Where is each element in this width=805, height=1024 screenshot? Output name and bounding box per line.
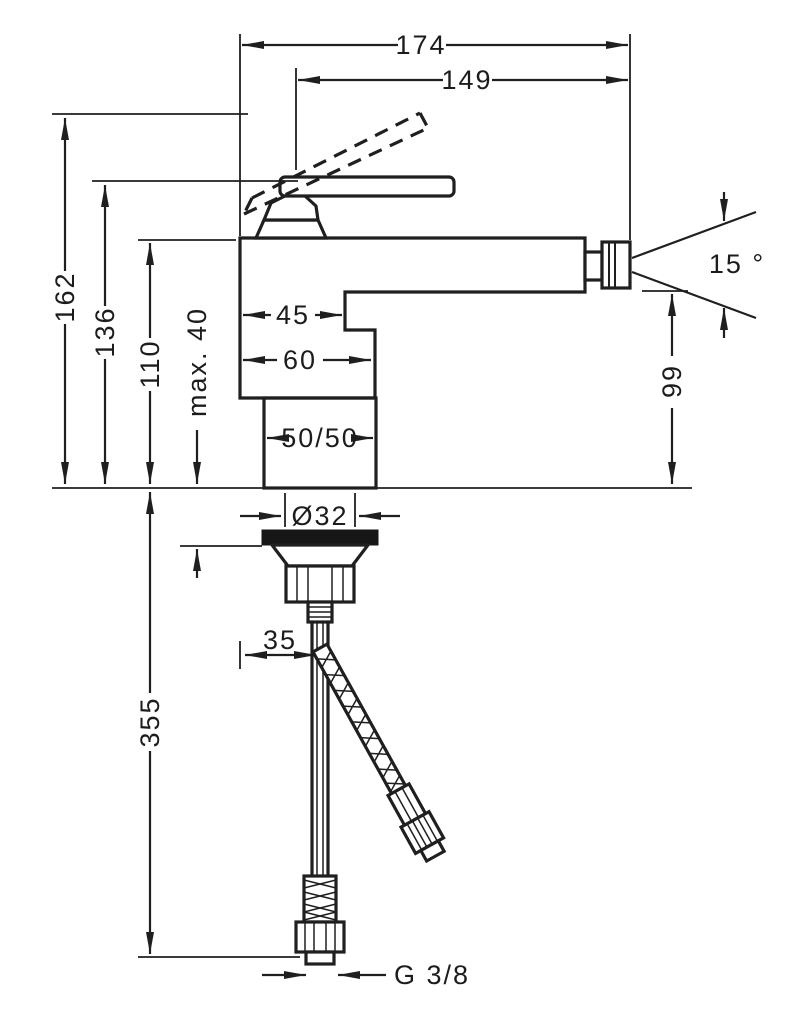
mounting-hardware <box>261 529 379 624</box>
dim-step-depth-upper: 45 <box>243 300 342 330</box>
mounting-cone <box>268 543 372 568</box>
dim-label-base-plate: 50/50 <box>281 423 359 453</box>
aerator-neck <box>583 250 604 282</box>
pipe-braid-texture <box>303 879 337 921</box>
dim-label-mounting-hole: Ø32 <box>291 501 348 531</box>
faucet-outline <box>238 111 632 490</box>
hose-tip <box>418 838 447 864</box>
dim-label-spray-angle: 15 ° <box>709 249 765 279</box>
mounting-nut <box>284 564 356 604</box>
dim-connection-thread: G 3/8 <box>262 960 470 990</box>
dim-label-outlet-height: 99 <box>657 364 687 398</box>
dim-handle-height: 136 <box>90 185 120 484</box>
dim-label-max-mounting-thickness: max. 40 <box>182 307 212 417</box>
handle-lever <box>278 175 456 198</box>
dim-label-total-width: 174 <box>395 30 446 60</box>
hose-braid-texture <box>316 650 405 793</box>
dim-spray-angle: 15 ° <box>631 192 765 338</box>
dim-total-width: 174 <box>242 30 628 60</box>
dim-label-hose-length: 355 <box>135 696 165 747</box>
flexible-hose <box>310 641 447 864</box>
handle-lever-raised-dashed <box>242 111 430 216</box>
dim-mounting-hole: Ø32 <box>240 501 400 531</box>
dim-label-total-height: 162 <box>50 271 80 322</box>
dim-label-spout-width: 149 <box>441 65 492 95</box>
dim-step-depth-lower: 60 <box>243 345 371 375</box>
dim-max-mounting-thickness: max. 40 <box>182 307 212 578</box>
base-flange <box>261 529 379 546</box>
dim-label-step-depth-lower: 60 <box>283 345 317 375</box>
dim-label-body-height: 110 <box>135 339 165 388</box>
dim-label-step-depth-upper: 45 <box>276 300 310 330</box>
dim-label-connection-thread: G 3/8 <box>394 960 470 990</box>
dim-body-height: 110 <box>135 243 165 484</box>
handle-dome <box>261 192 320 222</box>
pipe-end-connector <box>294 874 346 966</box>
dim-label-handle-height: 136 <box>90 306 120 357</box>
dim-label-hose-offset: 35 <box>263 625 297 655</box>
dim-hose-length: 355 <box>135 492 165 954</box>
dim-spout-width: 149 <box>298 65 628 95</box>
handle-collar <box>253 218 329 240</box>
dim-base-plate: 50/50 <box>267 423 373 453</box>
extension-lines <box>52 34 692 958</box>
dim-total-height: 162 <box>50 118 80 484</box>
connection-stub <box>304 950 336 966</box>
dim-hose-offset: 35 <box>245 625 316 659</box>
dim-outlet-height: 99 <box>657 294 687 484</box>
connection-nut <box>294 920 346 954</box>
